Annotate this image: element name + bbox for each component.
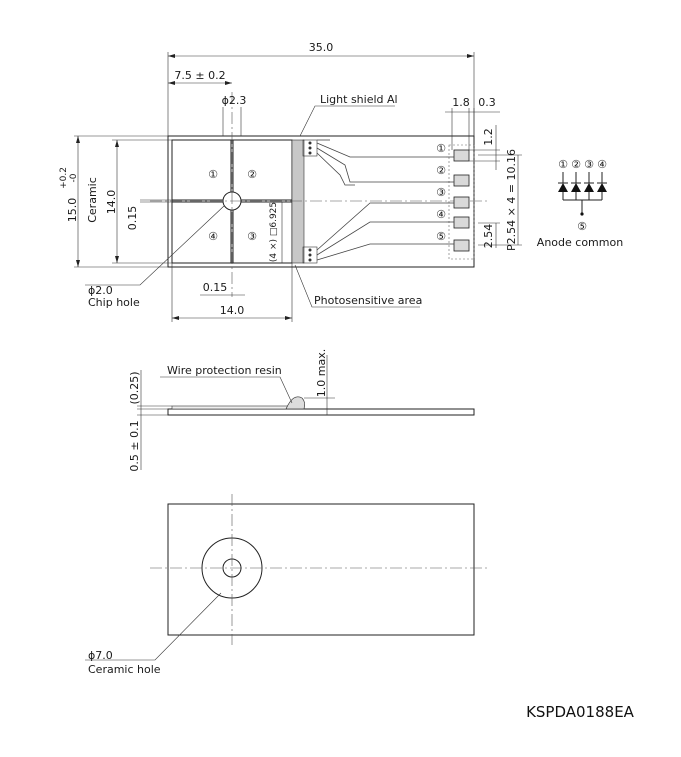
chip-hole-dia: ϕ2.0 (88, 284, 113, 297)
chip-hole-leader (85, 205, 225, 286)
ceramic-hole-leader (85, 592, 222, 661)
ceramic-hole-dia: ϕ7.0 (88, 649, 113, 662)
dim-inner-height: 14.0 (105, 190, 118, 215)
circuit-pin-4: ④ (597, 158, 607, 171)
side-chip (171, 405, 293, 410)
ceramic-hole-label: Ceramic hole (88, 663, 161, 676)
quadrant-4-label: ④ (208, 230, 218, 243)
anode-common-label: Anode common (537, 236, 623, 249)
pin-5-label: ⑤ (436, 230, 446, 243)
circuit-pin-3: ③ (584, 158, 594, 171)
light-shield-band (291, 139, 305, 264)
photosensitive-label: Photosensitive area (314, 294, 422, 307)
drawing-id: KSPDA0188EA (526, 703, 635, 721)
bottom-view: ϕ7.0 Ceramic hole (85, 494, 490, 676)
dim-pad-height: 1.2 (482, 128, 495, 146)
dim-height-tol: 15.0 (66, 198, 79, 223)
quadrant-2-label: ② (247, 168, 257, 181)
top-view: ① ② ④ ③ (59, 41, 522, 322)
bond-wire-group-top (302, 139, 318, 157)
quadrant-3-label: ③ (247, 230, 257, 243)
dim-overall-width: 35.0 (309, 41, 334, 54)
pin-4-label: ④ (436, 208, 446, 221)
dim-thickness: 0.5 ± 0.1 (128, 420, 141, 471)
photodiode-symbols (558, 172, 607, 216)
circuit-pin-1: ① (558, 158, 568, 171)
circuit-pin-2: ② (571, 158, 581, 171)
photosensitive-leader (294, 264, 420, 308)
light-shield-label: Light shield Al (320, 93, 398, 106)
pin-1-label: ① (436, 142, 446, 155)
circuit-common-pin: ⑤ (577, 220, 587, 233)
pin-2-label: ② (436, 164, 446, 177)
dim-gap-vertical: 0.15 (126, 206, 139, 231)
circuit-diagram: ① ② ③ ④ ⑤ Anode common (537, 158, 623, 249)
side-substrate (167, 408, 475, 416)
bond-wire-group-bottom (302, 246, 318, 264)
side-view: Wire protection resin 1.0 max. (0.25) 0.… (128, 349, 475, 472)
bottom-substrate (167, 503, 475, 636)
output-pads (446, 144, 475, 260)
dim-pitch-single: 2.54 (482, 224, 495, 249)
chip-hole-label: Chip hole (88, 296, 140, 309)
side-resin (285, 396, 306, 410)
pin-3-label: ③ (436, 186, 446, 199)
ceramic-label: Ceramic (86, 177, 99, 223)
dim-element-size: (4 ×) □6.925 (269, 202, 279, 262)
dim-max-height: 1.0 max. (315, 349, 328, 397)
resin-leader (160, 376, 293, 404)
dim-gap-horizontal: 0.15 (203, 281, 228, 294)
resin-label: Wire protection resin (167, 364, 282, 377)
dim-pad-width: 1.8 (452, 96, 470, 109)
traces (316, 139, 446, 261)
dim-hole-dia-top: ϕ2.3 (222, 94, 247, 107)
dim-resin-height: (0.25) (128, 371, 141, 404)
dim-inner-width: 14.0 (220, 304, 245, 317)
dim-pad-gap: 0.3 (478, 96, 496, 109)
dim-height-tol-sub: -0 (69, 173, 79, 182)
light-shield-leader (299, 105, 395, 137)
dim-hole-offset: 7.5 ± 0.2 (174, 69, 225, 82)
dim-height-tol-sup: +0.2 (59, 167, 69, 189)
dim-pitch: P2.54 × 4 = 10.16 (505, 149, 518, 251)
quadrant-1-label: ① (208, 168, 218, 181)
